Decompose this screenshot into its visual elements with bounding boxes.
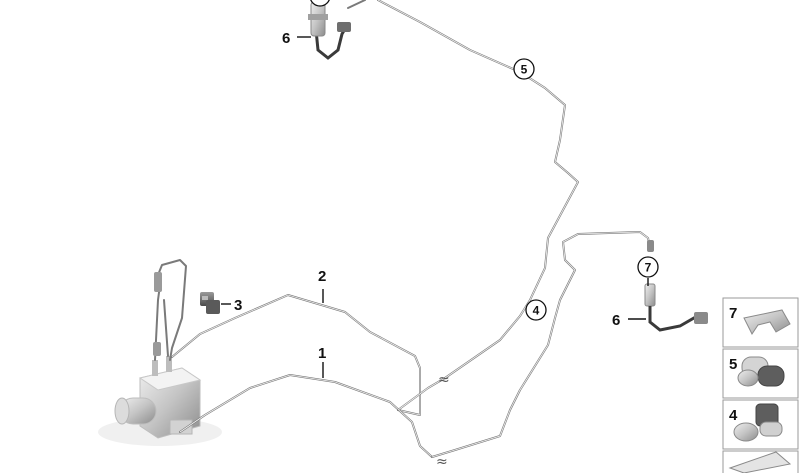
callout-7: 7 [645, 261, 652, 275]
callout-top-circle [310, 0, 330, 7]
brake-pipe-2 [171, 294, 421, 416]
callout-4-circle: 4 [525, 299, 547, 321]
callout-7-circle: 7 [637, 256, 659, 278]
brake-pipe-5 [347, 0, 579, 411]
part-6-brake-hose-front [308, 1, 351, 60]
callout-2: 2 [318, 268, 326, 285]
legend-item-5: 5 [722, 348, 799, 399]
pipe-fitting [647, 240, 654, 252]
callout-3: 3 [234, 297, 242, 314]
pipe-fitting [153, 342, 161, 356]
bracket-clip-icon [743, 309, 791, 335]
callout-1: 1 [318, 345, 326, 362]
abs-outlet-lines [153, 259, 187, 361]
part-3-bracket [200, 292, 220, 314]
legend-label-4: 4 [729, 407, 738, 424]
legend-label-7: 7 [729, 305, 737, 322]
pipe-break-mark: ≈ [436, 454, 448, 470]
callout-5: 5 [521, 63, 528, 77]
callout-5-circle: 5 [513, 58, 535, 80]
abs-hydraulic-unit [98, 356, 222, 446]
callout-4: 4 [533, 304, 540, 318]
mounting-shim-icon [728, 451, 792, 473]
callout-6-front: 6 [282, 30, 290, 47]
legend-item-shim [722, 450, 799, 473]
pipe-break-marks: ≈ ≈ [436, 372, 450, 470]
leader-lines [221, 0, 649, 378]
brake-pipe-4 [431, 231, 654, 458]
legend-panel: 7 5 4 [722, 297, 799, 473]
abs-outlet-line-b [163, 299, 169, 357]
pipe-break-mark: ≈ [438, 372, 450, 388]
legend-label-5: 5 [729, 356, 737, 373]
abs-outlet-line-a [154, 259, 187, 361]
legend-item-7: 7 [722, 297, 799, 348]
part-6-brake-hose-rear [644, 283, 708, 332]
brake-pipe-1 [179, 374, 433, 458]
callout-6-rear: 6 [612, 312, 620, 329]
legend-item-4: 4 [722, 399, 799, 450]
pipe-fitting [154, 272, 162, 292]
